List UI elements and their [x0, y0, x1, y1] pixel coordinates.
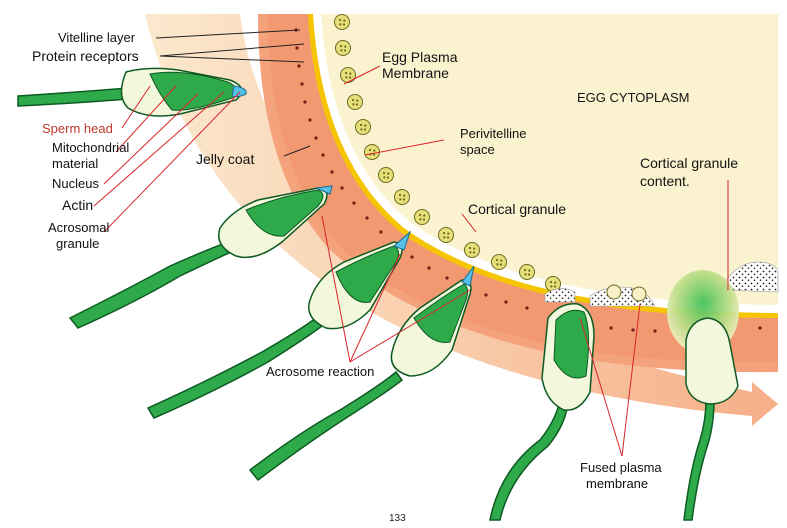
- pointer-lines: [93, 29, 729, 457]
- page-number: 133: [389, 513, 406, 524]
- label-egg-plasma-membrane-1: Egg Plasma: [382, 49, 458, 65]
- label-mitochondrial-2: material: [52, 156, 98, 171]
- label-perivitelline-1: Perivitelline: [460, 126, 526, 141]
- label-actin: Actin: [62, 197, 93, 213]
- label-acrosome-reaction: Acrosome reaction: [266, 364, 374, 379]
- label-jelly-coat: Jelly coat: [196, 151, 254, 167]
- label-mitochondrial-1: Mitochondrial: [52, 140, 129, 155]
- label-egg-cytoplasm: EGG CYTOPLASM: [577, 90, 689, 105]
- labels: Vitelline layer Protein receptors Egg Pl…: [32, 30, 738, 491]
- label-acrosomal-1: Acrosomal: [48, 220, 110, 235]
- label-vitelline-layer: Vitelline layer: [58, 30, 136, 45]
- label-protein-receptors: Protein receptors: [32, 48, 139, 64]
- egg-cell: [308, 14, 778, 318]
- label-cortical-content-2: content.: [640, 173, 690, 189]
- label-nucleus: Nucleus: [52, 176, 99, 191]
- sperm-6-merged: [683, 317, 739, 521]
- sperm-4: [248, 265, 475, 482]
- label-cortical-granule: Cortical granule: [468, 201, 566, 217]
- label-cortical-content-1: Cortical granule: [640, 155, 738, 171]
- cortical-granule-content: [544, 261, 779, 307]
- sperm-5-fusing: [489, 303, 595, 521]
- sperm-head-labelled: [17, 67, 247, 117]
- label-perivitelline-2: space: [460, 142, 495, 157]
- label-acrosomal-2: granule: [56, 236, 99, 251]
- sperm-2: [68, 185, 333, 329]
- label-fused-1: Fused plasma: [580, 460, 662, 475]
- sperm-3: [146, 230, 412, 419]
- label-sperm-head: Sperm head: [42, 121, 113, 136]
- label-egg-plasma-membrane-2: Membrane: [382, 65, 449, 81]
- label-fused-2: membrane: [586, 476, 648, 491]
